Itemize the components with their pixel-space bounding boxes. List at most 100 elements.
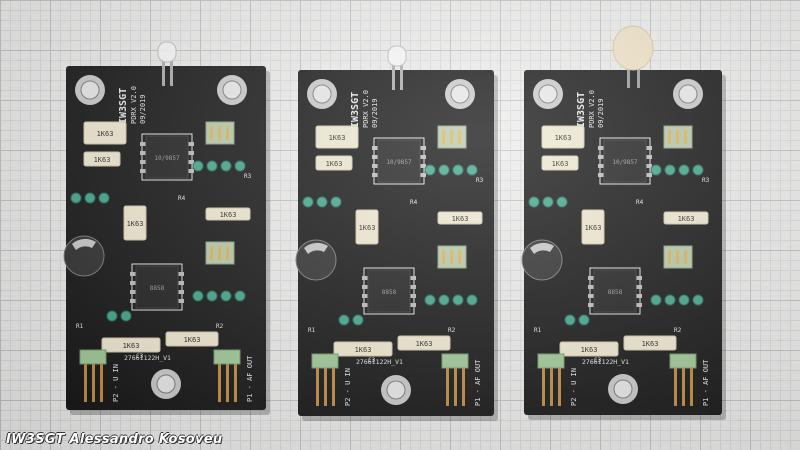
connector-pin: [674, 368, 677, 406]
ic-pin: [588, 285, 594, 289]
ceramic-capacitor: [678, 164, 690, 176]
ic-pin: [130, 290, 136, 294]
ic-outline: [363, 267, 415, 315]
ic-marking: 10/9857: [612, 159, 638, 166]
ic-pin: [410, 303, 416, 307]
ceramic-capacitor: [352, 314, 364, 326]
mounting-hole: [538, 84, 558, 104]
film-capacitor: [581, 209, 605, 245]
film-capacitor: [663, 211, 709, 225]
ic-pin: [636, 285, 642, 289]
ic-pin: [588, 303, 594, 307]
output-label: P1 - AF OUT: [702, 359, 710, 406]
connector-pin: [454, 368, 457, 406]
ic-pin: [598, 155, 604, 159]
ceramic-capacitor: [234, 160, 246, 172]
capacitor-label: 1K63: [127, 220, 144, 228]
ic-outline: [131, 263, 183, 311]
film-capacitor: [355, 209, 379, 245]
film-capacitor: [83, 121, 127, 145]
output-connector: [213, 349, 241, 365]
ic-pin: [420, 173, 426, 177]
ceramic-capacitor: [542, 196, 554, 208]
input-connector: [537, 353, 565, 369]
ic-marking: 8858: [608, 289, 623, 296]
output-label: P1 - AF OUT: [474, 359, 482, 406]
ic-pin: [188, 142, 194, 146]
callsign-text: IW3SGT: [118, 88, 129, 124]
ic-pin: [410, 285, 416, 289]
model-text: PDRX V2.0: [130, 86, 138, 124]
connector-pin: [218, 364, 221, 402]
ic-pin: [130, 272, 136, 276]
ceramic-capacitor: [98, 192, 110, 204]
header-pin: [210, 246, 213, 260]
ceramic-capacitor: [106, 310, 118, 322]
ic-pin: [188, 160, 194, 164]
mounting-hole: [312, 84, 332, 104]
ic-pin: [372, 146, 378, 150]
photodiode-clear: [157, 41, 177, 63]
silkscreen-ref: C3: [594, 357, 602, 364]
board-code: 27661122H_V1: [356, 358, 403, 366]
header-pin: [210, 126, 213, 140]
connector-pin: [558, 368, 561, 406]
ic-marking: 8858: [382, 289, 397, 296]
ic-outline: [141, 133, 193, 181]
mounting-hole: [678, 84, 698, 104]
ic-pin: [372, 173, 378, 177]
ceramic-capacitor: [678, 294, 690, 306]
ic-marking: 10/9857: [386, 159, 412, 166]
silkscreen-ref: C3: [368, 357, 376, 364]
ceramic-capacitor: [692, 294, 704, 306]
ceramic-capacitor: [220, 160, 232, 172]
board-code: 27661122H_V1: [582, 358, 629, 366]
capacitor-label: 1K63: [220, 211, 237, 219]
ceramic-capacitor: [192, 290, 204, 302]
header-pin: [218, 126, 221, 140]
capacitor-label: 1K63: [355, 346, 372, 354]
silkscreen-ref: R3: [244, 173, 252, 180]
ceramic-capacitor: [192, 160, 204, 172]
connector-pin: [550, 368, 553, 406]
ic-pin: [636, 294, 642, 298]
ic-marking: 8858: [150, 285, 165, 292]
capacitor-label: 1K63: [581, 346, 598, 354]
silkscreen-ref: R4: [636, 199, 644, 206]
silkscreen-ref: R2: [448, 327, 456, 334]
ic-outline: [599, 137, 651, 185]
ic-pin: [598, 146, 604, 150]
header-pin: [450, 130, 453, 144]
silkscreen-ref: R2: [216, 323, 224, 330]
ceramic-capacitor: [424, 164, 436, 176]
header-pin: [684, 130, 687, 144]
ceramic-capacitor: [692, 164, 704, 176]
film-capacitor: [437, 211, 483, 225]
ceramic-capacitor: [302, 196, 314, 208]
ic-outline: [373, 137, 425, 185]
date-text: 09/2019: [139, 94, 147, 124]
ic-pin: [420, 155, 426, 159]
header-pin: [668, 130, 671, 144]
header-pin: [668, 250, 671, 264]
mounting-hole: [156, 374, 176, 394]
ceramic-capacitor: [206, 160, 218, 172]
in-label-group: P2 - U IN: [112, 364, 120, 402]
photodiode-clear: [387, 45, 407, 67]
out-label-group: P1 - AF OUT: [474, 359, 482, 406]
silkscreen-ref: R3: [476, 177, 484, 184]
ic-pin: [636, 303, 642, 307]
led-leg: [400, 64, 403, 90]
film-capacitor: [541, 125, 585, 149]
capacitor-label: 1K63: [123, 342, 140, 350]
mounting-hole: [613, 379, 633, 399]
capacitor-sleeve-stripe: [530, 242, 554, 254]
ic-outline: [589, 267, 641, 315]
header-pin: [226, 246, 229, 260]
ceramic-capacitor: [650, 164, 662, 176]
capacitor-label: 1K63: [552, 160, 569, 168]
ceramic-capacitor: [528, 196, 540, 208]
in-label-group: P2 - U IN: [570, 368, 578, 406]
